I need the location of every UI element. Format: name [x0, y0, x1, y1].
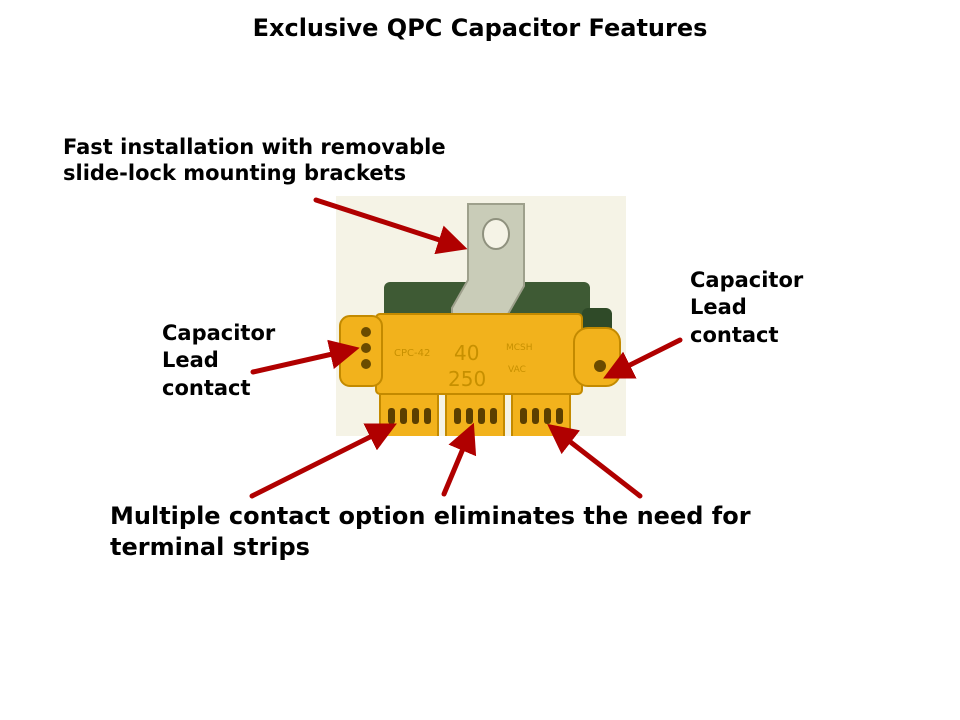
molded-marking-volt: 250 [448, 367, 486, 391]
callout-right-line-3: contact [690, 322, 779, 347]
left-contact-hole-3 [361, 359, 371, 369]
molded-marking-brand: MCSH [506, 343, 533, 353]
left-contact-hole-1 [361, 327, 371, 337]
callout-right-line-2: Lead [690, 295, 747, 320]
left-contact-hole-2 [361, 343, 371, 353]
capacitor-illustration: CPC-42 40 250 MCSH VAC [339, 203, 621, 439]
callout-right-line-1: Capacitor [690, 268, 804, 292]
callout-right-lead: Capacitor Lead contact [690, 267, 803, 349]
arrow-right-lead [603, 337, 683, 379]
callout-bracket-line-1: Fast installation with removable [63, 135, 446, 159]
callout-bracket-line-2: slide-lock mounting brackets [63, 161, 407, 186]
arrow-bracket [313, 197, 468, 255]
callout-multi-line-2: terminal strips [110, 533, 310, 562]
molded-marking-vac: VAC [508, 365, 526, 375]
molded-marking-uf: 40 [454, 341, 479, 365]
callout-bracket: Fast installation with removable slide-l… [63, 134, 446, 187]
contact-slots [388, 408, 563, 424]
arrow-contact-3 [547, 423, 643, 499]
callout-left-line-2: Lead [162, 348, 219, 373]
molded-marking-part: CPC-42 [394, 348, 430, 359]
arrow-left-lead [250, 339, 360, 375]
callout-left-line-3: contact [162, 375, 251, 400]
page-title: Exclusive QPC Capacitor Features [252, 14, 708, 42]
callout-left-lead: Capacitor Lead contact [162, 320, 275, 402]
capacitor-photo: CPC-42 40 250 MCSH VAC [336, 196, 626, 439]
arrow-contact-2 [441, 422, 477, 497]
callout-multi-line-1: Multiple contact option eliminates the n… [110, 502, 751, 530]
right-contact-hole [594, 360, 606, 372]
callout-multi-contact: Multiple contact option eliminates the n… [110, 501, 751, 563]
callout-left-line-1: Capacitor [162, 321, 276, 345]
bracket-hole [482, 218, 510, 250]
arrow-contact-1 [249, 423, 397, 499]
